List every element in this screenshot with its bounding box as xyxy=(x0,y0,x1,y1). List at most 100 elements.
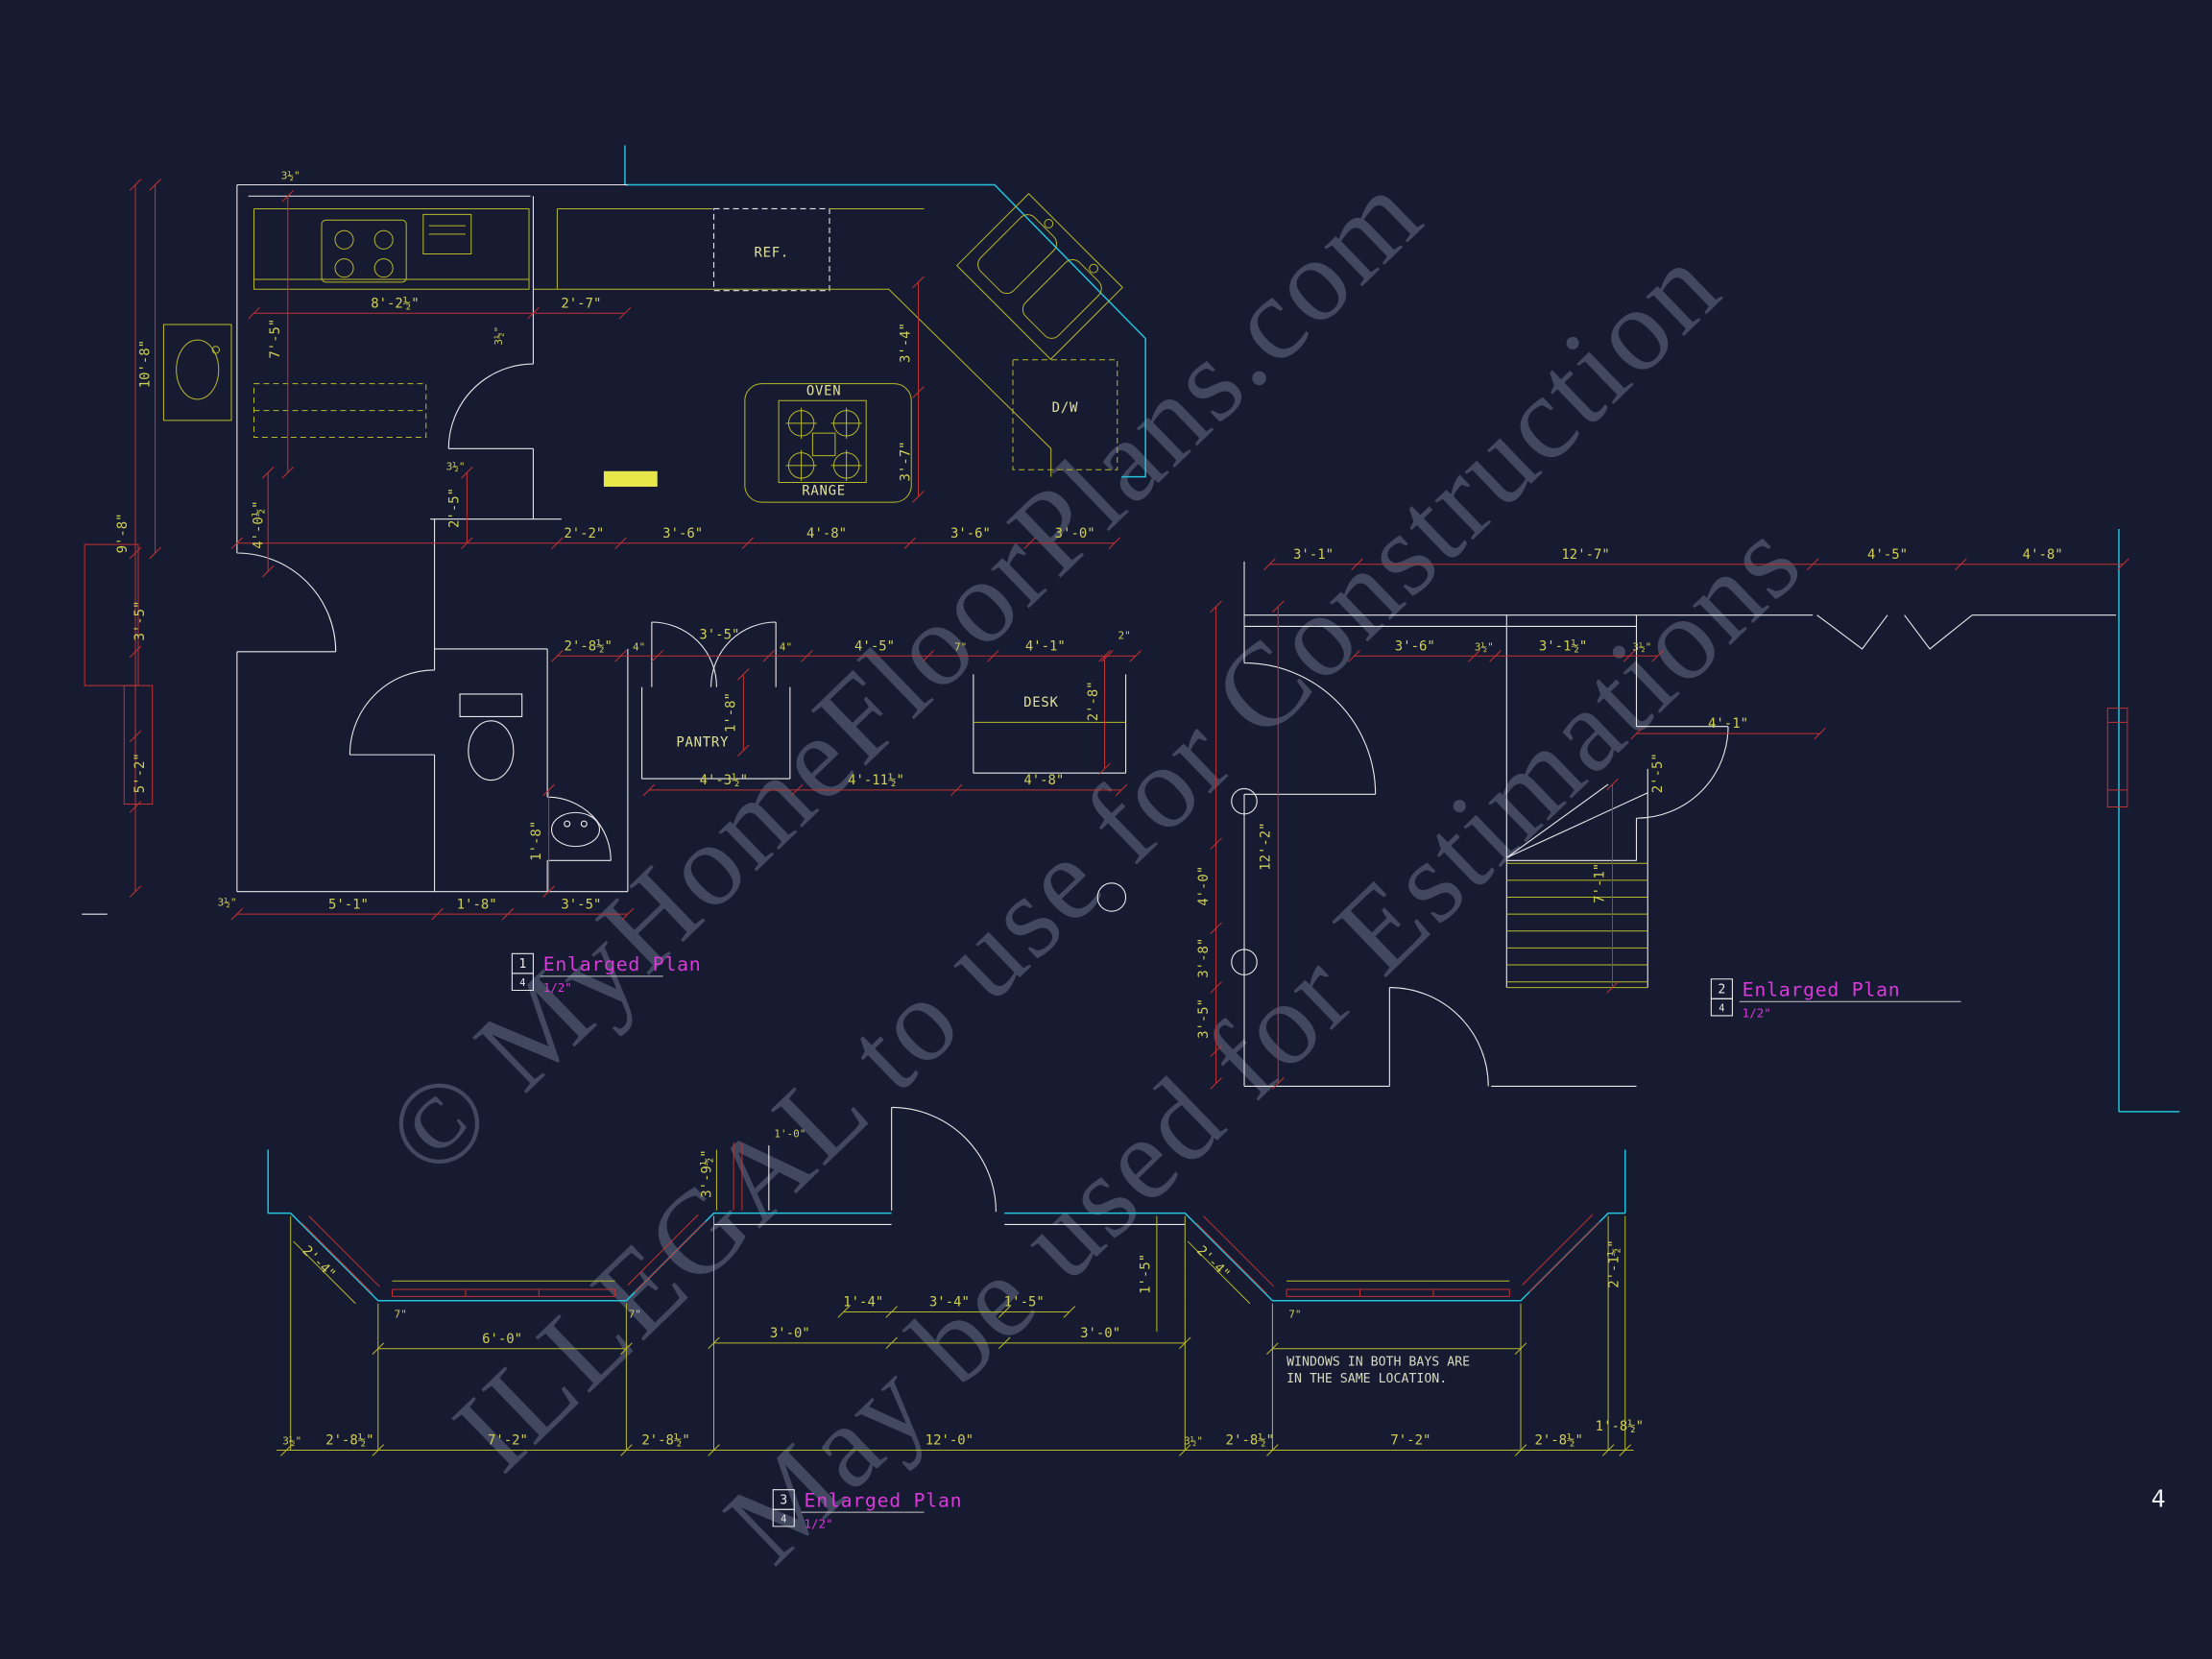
dim-label: 3'-6" xyxy=(950,526,991,541)
dim-label: 5'-2" xyxy=(132,753,148,793)
window-symbol xyxy=(2107,709,2128,807)
plan3-walls xyxy=(714,1107,1186,1224)
dim-label: 3'-0" xyxy=(1080,1326,1120,1341)
dim-label: 4'-1" xyxy=(1708,716,1748,732)
room-label-pantry: PANTRY xyxy=(676,734,729,750)
plan3-windows xyxy=(301,1142,1599,1296)
dim-label: 3'-4" xyxy=(929,1295,970,1310)
plan-2-stair-hall: 3'-1" 12'-7" 4'-5" 4'-8" 3'-6" 3'-1½" 3½… xyxy=(1097,529,2179,1112)
island-counter xyxy=(745,384,911,502)
detail-number: 2 xyxy=(1718,982,1725,997)
dim-label: 7'-2" xyxy=(488,1433,528,1449)
dim-label: 12'-2" xyxy=(1258,822,1273,870)
column-marker xyxy=(1097,883,1125,911)
dim-label: 4'-1" xyxy=(1025,638,1066,654)
dim-label: 3'-0" xyxy=(1055,526,1095,541)
plan-title: Enlarged Plan xyxy=(1743,978,1901,1000)
dim-label: 3'-6" xyxy=(1395,638,1435,654)
dim-label: 3½" xyxy=(446,460,466,472)
highlight-block xyxy=(603,470,658,487)
dim-label: 7" xyxy=(954,640,967,653)
dim-label: 1'-8" xyxy=(724,692,739,733)
room-label-oven: OVEN xyxy=(806,383,842,398)
dim-label: 3'-5" xyxy=(561,897,601,912)
bay-window-note-line-1: WINDOWS IN BOTH BAYS ARE xyxy=(1286,1355,1470,1369)
dim-label: 2'-4" xyxy=(1193,1243,1233,1283)
dim-label: 2'-8" xyxy=(1086,681,1101,721)
dim-label: 2'-7" xyxy=(561,296,601,311)
dim-label: 2'-5" xyxy=(1650,753,1666,793)
dim-label: 3½" xyxy=(1632,640,1651,653)
dim-label: 6'-0" xyxy=(482,1332,522,1347)
room-label-desk: DESK xyxy=(1023,695,1059,710)
title-block-plan-2: 2 4 Enlarged Plan 1/2" xyxy=(1711,978,1960,1020)
plan-scale: 1/2" xyxy=(543,980,572,995)
kitchen-sink xyxy=(177,340,219,399)
dim-label: 1'-8½" xyxy=(1596,1419,1644,1434)
dim-label: 2'-8½" xyxy=(1226,1433,1274,1449)
dim-label: 4'-0½" xyxy=(251,500,266,548)
plan1-dimension-lines xyxy=(84,180,1142,920)
dim-label: 2'-8½" xyxy=(565,638,613,654)
dim-label: 3'-5" xyxy=(699,628,739,643)
dim-label: 7'-2" xyxy=(1390,1433,1431,1449)
bath-sink xyxy=(552,812,600,846)
dim-label: 2'-8½" xyxy=(1534,1433,1582,1449)
dim-label: 4'-8" xyxy=(2023,547,2063,563)
dim-label: 4'-5" xyxy=(1867,547,1908,563)
sheet-page-number: 4 xyxy=(2152,1484,2166,1512)
dim-label: 3'-8" xyxy=(1196,938,1212,978)
dim-label: 7" xyxy=(395,1308,407,1320)
dim-label: 1'-5" xyxy=(1004,1295,1045,1310)
dim-label: 2'-8½" xyxy=(325,1433,373,1449)
dim-label: 3'-1½" xyxy=(1539,638,1587,654)
detail-number: 1 xyxy=(518,957,526,972)
dim-label: 3'-5" xyxy=(1196,998,1212,1039)
plan2-trim-lines xyxy=(2119,529,2179,1112)
detail-bubble-sheet xyxy=(512,974,533,991)
plan1-walls xyxy=(82,184,1125,914)
dim-label: 1'-4" xyxy=(843,1295,883,1310)
plan2-annotations: 3'-1" 12'-7" 4'-5" 4'-8" 3'-6" 3'-1½" 3½… xyxy=(1196,547,2063,1039)
dim-label: 2'-4" xyxy=(299,1243,338,1283)
toilet-bowl xyxy=(469,721,514,781)
dim-label: 4" xyxy=(780,640,792,653)
dim-label: 4'-8" xyxy=(1023,773,1064,788)
plan2-dimension-lines xyxy=(1211,559,2129,1089)
corner-sink xyxy=(957,194,1122,359)
dim-label: 2" xyxy=(1118,630,1130,642)
dim-label: 5'-1" xyxy=(328,897,369,912)
dim-label: 2'-1½" xyxy=(1606,1239,1622,1287)
plan-scale: 1/2" xyxy=(805,1516,833,1530)
toilet-tank xyxy=(460,694,522,717)
dim-label: 1'-0" xyxy=(774,1127,805,1140)
detail-bubble-sheet xyxy=(773,1509,794,1527)
dim-label: 1'-8" xyxy=(529,821,544,861)
dim-label: 8'-2½" xyxy=(371,296,419,311)
dim-label: 7" xyxy=(1288,1308,1301,1320)
newel-post xyxy=(1232,788,1257,813)
dim-label: 3'-1" xyxy=(1293,547,1334,563)
range-unit xyxy=(779,400,866,482)
dim-label: 3'-4" xyxy=(899,323,914,363)
dim-label: 3½" xyxy=(218,896,237,908)
dim-label: 2'-2" xyxy=(564,526,604,541)
newel-post xyxy=(1232,950,1257,974)
detail-number: 3 xyxy=(780,1493,787,1507)
dim-label: 7'-5" xyxy=(268,319,283,359)
room-label-dw: D/W xyxy=(1052,400,1078,416)
refrigerator-outline xyxy=(714,208,830,290)
dim-label: 10'-8" xyxy=(138,340,154,388)
dim-label: 1'-5" xyxy=(1139,1254,1154,1294)
dim-label: 3½" xyxy=(1184,1435,1203,1448)
dim-label: 7" xyxy=(629,1308,641,1320)
room-label-ref: REF. xyxy=(754,245,789,260)
cooktop xyxy=(322,220,406,282)
dim-label: 3'-5" xyxy=(132,601,148,641)
dim-label: 3½" xyxy=(493,326,505,346)
dim-label: 3'-7" xyxy=(899,442,914,482)
dishwasher-outline xyxy=(1013,360,1118,470)
plan-title: Enlarged Plan xyxy=(805,1489,963,1511)
plan3-dimension-lines xyxy=(276,1150,1634,1456)
dim-label: 4'-0" xyxy=(1196,866,1212,906)
